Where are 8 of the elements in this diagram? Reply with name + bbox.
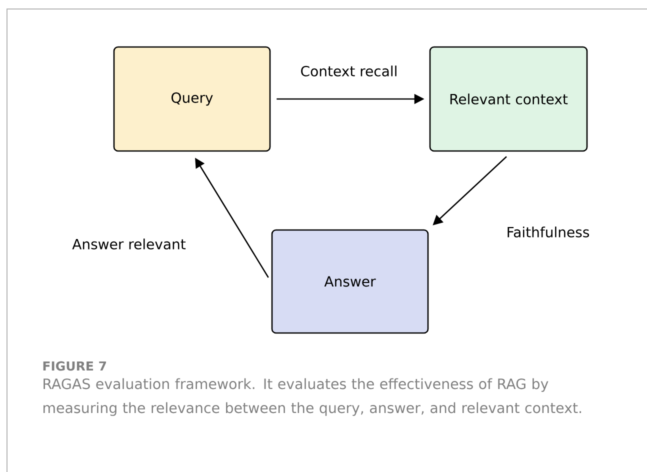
edge-label: Faithfulness (508, 226, 590, 238)
figure-label: FIGURE 7 (43, 361, 106, 371)
process-box: Answer (271, 229, 429, 334)
process-box: Relevant context (429, 46, 588, 152)
edge-label: Context recall (301, 66, 396, 76)
edge-label: Answer relevant (72, 238, 186, 250)
caption: RAGAS evaluation framework. It evaluates the effectiveness of RAG by measuring the relevance between the query, answer, and relevant context. (44, 378, 582, 416)
process-box: Query (113, 46, 271, 152)
